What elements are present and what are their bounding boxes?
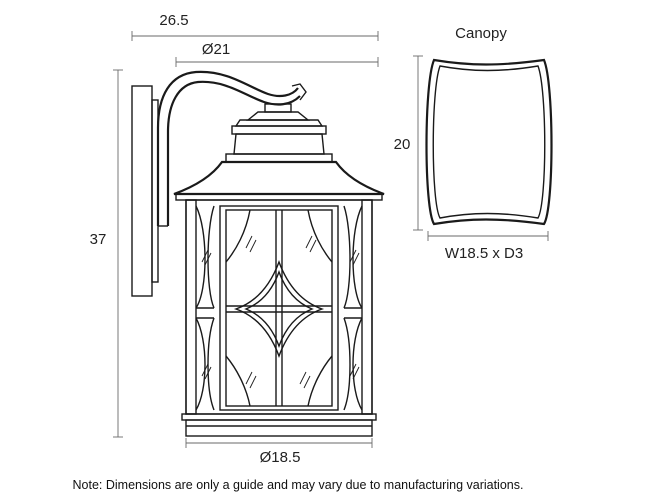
lantern-body	[185, 199, 373, 415]
canopy-size-label: W18.5 x D3	[445, 245, 523, 262]
projection-label: 26.5	[159, 12, 188, 29]
dimension-height: 37	[90, 69, 123, 438]
base-diameter-label: Ø18.5	[260, 449, 301, 466]
height-label: 37	[90, 231, 107, 248]
canopy-title: Canopy	[455, 25, 507, 42]
wall-plate	[131, 85, 159, 297]
lantern-base	[181, 413, 377, 437]
dimension-top-diameter: Ø21	[175, 41, 379, 67]
dimension-projection: 26.5	[131, 12, 379, 41]
top-diameter-label: Ø21	[202, 41, 230, 58]
dimension-base-diameter: Ø18.5	[185, 438, 373, 466]
canopy-drawing: Canopy 20 W18.5 x D3	[394, 25, 553, 262]
dimensions-note: Note: Dimensions are only a guide and ma…	[73, 478, 524, 492]
mounting-arm	[156, 70, 307, 227]
lantern-top	[173, 103, 385, 201]
canopy-height-label: 20	[394, 136, 411, 153]
